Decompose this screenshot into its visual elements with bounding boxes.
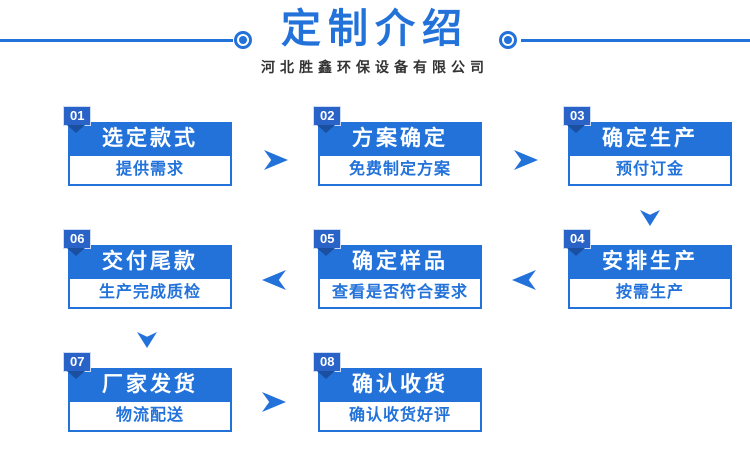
step-title: 确认收货 <box>318 368 482 402</box>
step-number-badge: 08 <box>313 352 342 379</box>
ring-bullet-left-icon <box>234 31 252 49</box>
step-card-03: 03 确定生产 预付订金 <box>563 106 732 186</box>
step-number-badge: 02 <box>313 106 342 133</box>
step-number-badge: 07 <box>63 352 92 379</box>
arrow-right-icon <box>262 392 286 412</box>
step-card-05: 05 确定样品 查看是否符合要求 <box>313 229 482 309</box>
page-title: 定制介绍 <box>281 7 469 51</box>
step-card-06: 06 交付尾款 生产完成质检 <box>63 229 232 309</box>
step-number-badge: 05 <box>313 229 342 256</box>
step-desc: 按需生产 <box>568 279 732 309</box>
arrow-left-icon <box>262 270 286 290</box>
header-left-line <box>0 39 233 42</box>
arrow-right-icon <box>514 150 538 170</box>
step-card-04: 04 安排生产 按需生产 <box>563 229 732 309</box>
step-title: 安排生产 <box>568 245 732 279</box>
arrow-right-icon <box>264 150 288 170</box>
arrow-down-icon <box>137 332 157 348</box>
step-number-badge: 01 <box>63 106 92 133</box>
step-desc: 提供需求 <box>68 156 232 186</box>
step-card-02: 02 方案确定 免费制定方案 <box>313 106 482 186</box>
step-desc: 预付订金 <box>568 156 732 186</box>
step-title: 选定款式 <box>68 122 232 156</box>
step-desc: 物流配送 <box>68 402 232 432</box>
step-card-01: 01 选定款式 提供需求 <box>63 106 232 186</box>
step-desc: 免费制定方案 <box>318 156 482 186</box>
ring-bullet-right-icon <box>499 31 517 49</box>
step-desc: 确认收货好评 <box>318 402 482 432</box>
step-card-07: 07 厂家发货 物流配送 <box>63 352 232 432</box>
step-number-badge: 06 <box>63 229 92 256</box>
arrow-down-icon <box>640 210 660 226</box>
header-right-line <box>521 39 750 42</box>
step-title: 交付尾款 <box>68 245 232 279</box>
arrow-left-icon <box>512 270 536 290</box>
step-title: 确定样品 <box>318 245 482 279</box>
step-title: 确定生产 <box>568 122 732 156</box>
step-number-badge: 04 <box>563 229 592 256</box>
step-desc: 查看是否符合要求 <box>318 279 482 309</box>
step-card-08: 08 确认收货 确认收货好评 <box>313 352 482 432</box>
step-title: 厂家发货 <box>68 368 232 402</box>
company-name: 河北胜鑫环保设备有限公司 <box>261 59 489 75</box>
step-desc: 生产完成质检 <box>68 279 232 309</box>
step-number-badge: 03 <box>563 106 592 133</box>
step-title: 方案确定 <box>318 122 482 156</box>
